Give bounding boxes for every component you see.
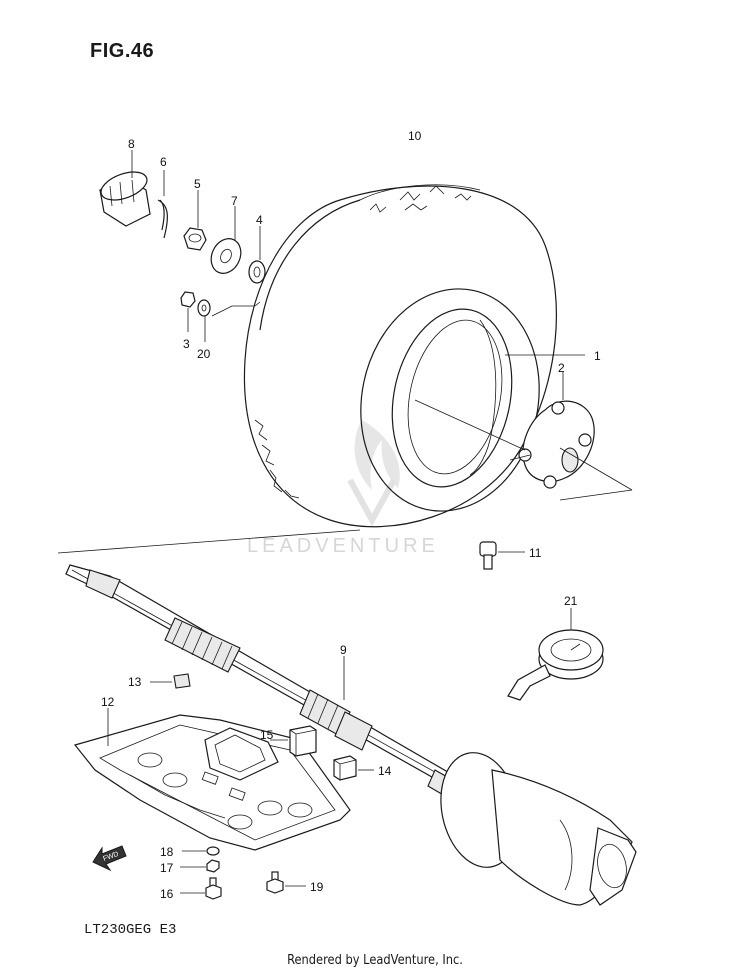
figure-title: FIG.46 <box>90 40 155 62</box>
nut-17[interactable] <box>206 859 220 873</box>
damper-14[interactable] <box>333 755 357 781</box>
callout-1[interactable]: 1 <box>594 349 601 363</box>
cotter-pin[interactable] <box>157 199 168 239</box>
skid-plate[interactable] <box>73 714 351 851</box>
bolt-19[interactable] <box>266 871 284 894</box>
wheel-hub[interactable] <box>414 399 595 489</box>
fwd-arrow: FWD <box>92 845 127 872</box>
callout-15[interactable]: 15 <box>260 728 274 742</box>
callout-6[interactable]: 6 <box>160 155 167 169</box>
callout-11[interactable]: 11 <box>529 546 542 560</box>
callout-2[interactable]: 2 <box>558 361 565 375</box>
damper-15[interactable] <box>289 725 317 757</box>
lock-washer[interactable] <box>197 299 211 317</box>
model-code: LT230GEG E3 <box>84 922 177 938</box>
washer-7[interactable] <box>206 234 247 278</box>
callout-5[interactable]: 5 <box>194 177 201 191</box>
valve-stem[interactable] <box>479 541 497 570</box>
callout-17[interactable]: 17 <box>160 861 174 875</box>
callout-10[interactable]: 10 <box>408 129 422 143</box>
callout-4[interactable]: 4 <box>256 213 263 227</box>
callout-13[interactable]: 13 <box>128 675 142 689</box>
wheel-nut[interactable] <box>180 291 196 308</box>
callouts: 1 2 3 4 5 6 7 8 9 10 11 12 13 14 15 16 1… <box>101 129 601 901</box>
drum-hub[interactable] <box>431 745 637 906</box>
callout-20[interactable]: 20 <box>197 347 211 361</box>
watermark: LEADVENTURE <box>247 420 439 557</box>
callout-3[interactable]: 3 <box>183 337 190 351</box>
callout-19[interactable]: 19 <box>310 880 324 894</box>
callout-18[interactable]: 18 <box>160 845 174 859</box>
callout-8[interactable]: 8 <box>128 137 135 151</box>
hub-cap[interactable] <box>97 167 151 227</box>
callout-12[interactable]: 12 <box>101 695 115 709</box>
washer-18[interactable] <box>206 846 220 856</box>
rubber-block-13[interactable] <box>173 673 191 689</box>
washer-4[interactable] <box>248 260 266 284</box>
castle-nut[interactable] <box>183 227 207 251</box>
tire-gauge[interactable] <box>507 629 604 701</box>
tire-assembly[interactable] <box>243 184 559 528</box>
callout-7[interactable]: 7 <box>231 194 238 208</box>
callout-14[interactable]: 14 <box>378 764 392 778</box>
callout-9[interactable]: 9 <box>340 643 347 657</box>
callout-16[interactable]: 16 <box>160 887 174 901</box>
callout-21[interactable]: 21 <box>564 594 578 608</box>
watermark-text: LEADVENTURE <box>247 535 439 557</box>
bolt-16[interactable] <box>205 877 222 900</box>
footer-credit: Rendered by LeadVenture, Inc. <box>287 953 463 968</box>
